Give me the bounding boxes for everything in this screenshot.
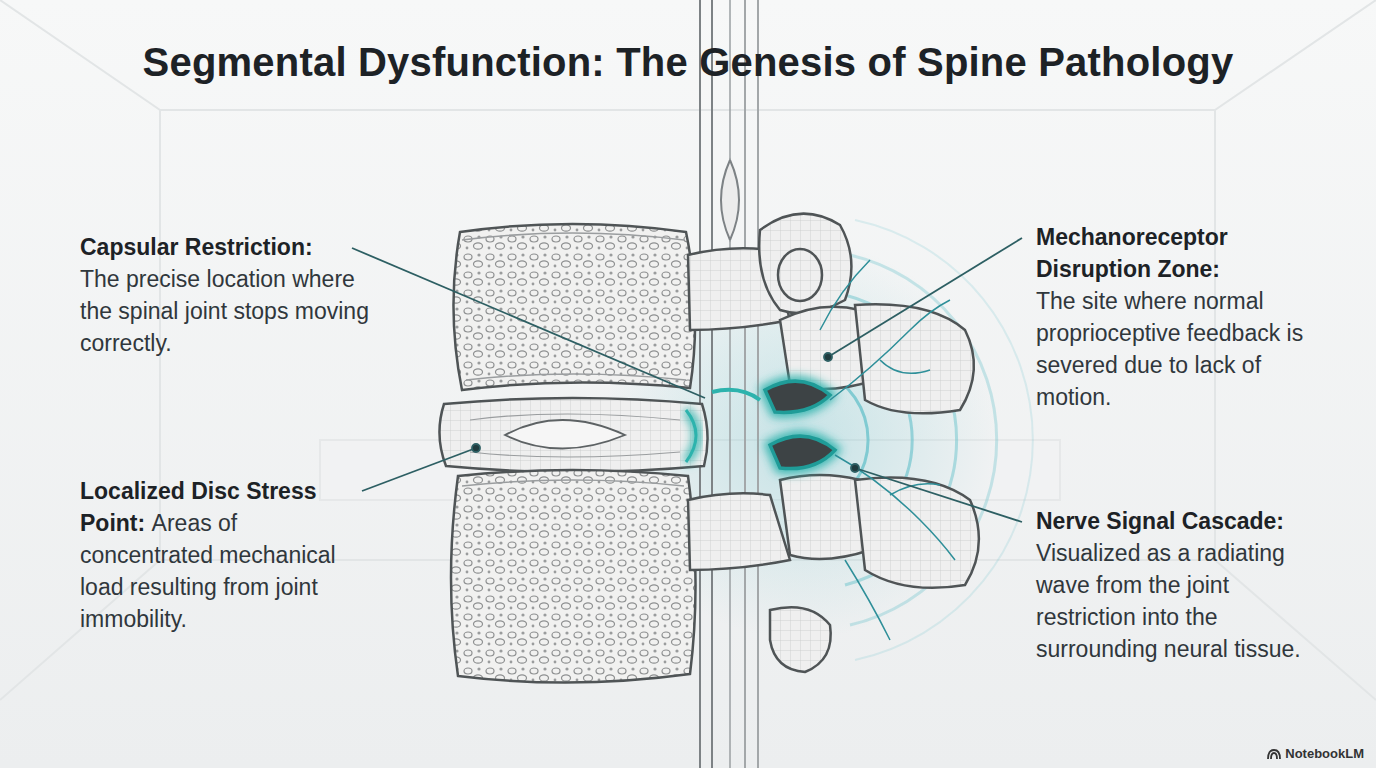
lower-vertebral-body — [451, 470, 696, 683]
lower-spinous-process — [855, 478, 979, 588]
endplate — [466, 374, 686, 380]
nerve-ganglion — [721, 160, 739, 240]
facet-glow — [765, 381, 830, 412]
lower-transverse-process — [770, 607, 831, 672]
cord-line — [744, 0, 746, 768]
watermark-icon-shape — [1268, 750, 1280, 759]
leader-line — [855, 468, 1022, 522]
leader-dot — [851, 464, 859, 472]
watermark-text: NotebookLM — [1285, 746, 1364, 761]
spinal-cord — [700, 0, 758, 768]
nerve-branch — [835, 455, 955, 560]
nerve-branch — [845, 560, 890, 640]
leader-dot — [472, 444, 480, 452]
nerve-branches — [820, 260, 955, 640]
disc-bulge — [686, 410, 696, 462]
title: Segmental Dysfunction: The Genesis of Sp… — [0, 40, 1376, 85]
facet-joint — [712, 381, 835, 469]
callout: Localized Disc Stress Point:Areas of con… — [80, 475, 372, 635]
capsule-glow — [712, 390, 760, 400]
watermark: NotebookLM — [1267, 746, 1364, 761]
nucleus — [505, 420, 625, 449]
facet-glow — [770, 436, 835, 469]
callout-heading: Capsular Restriction: — [80, 231, 390, 263]
watermark-icon — [1267, 748, 1281, 760]
upper-spinous-process — [855, 304, 974, 413]
callout-body: The site where normal proprioceptive fee… — [1036, 288, 1303, 410]
room-lines — [0, 0, 1376, 700]
cord-line — [711, 0, 713, 768]
room-line — [1215, 0, 1376, 700]
leader-line — [352, 248, 705, 398]
nerve-root — [729, 0, 731, 768]
room-line — [160, 109, 1215, 111]
cord-line — [699, 0, 701, 768]
leader-line — [828, 238, 1022, 357]
posterior-elements — [688, 214, 979, 672]
lower-pedicle — [688, 493, 790, 570]
nerve-branch — [830, 300, 950, 400]
endplate — [462, 233, 684, 240]
nerve-branch — [880, 360, 930, 373]
leader-lines — [352, 238, 1022, 522]
nerve-branch — [820, 260, 870, 330]
cord-line — [757, 0, 759, 768]
transverse-process — [778, 249, 822, 301]
annulus-line — [470, 414, 680, 457]
leader-dot — [824, 353, 832, 361]
callout: Nerve Signal Cascade: Visualized as a ra… — [1036, 505, 1328, 665]
callout-heading: Nerve Signal Cascade: — [1036, 505, 1328, 537]
callout-body: Visualized as a radiating wave from the … — [1036, 540, 1301, 662]
callout: Mechanoreceptor Disruption Zone: The sit… — [1036, 221, 1328, 413]
callout-body: The precise location where the spinal jo… — [80, 266, 369, 356]
wave-arc — [850, 255, 997, 625]
facet-surface — [770, 436, 835, 469]
endplate — [462, 480, 684, 486]
disc-bulge-glow — [686, 410, 697, 462]
intervertebral-disc — [439, 398, 707, 472]
leader-line — [362, 448, 476, 491]
facet-surface — [765, 381, 830, 412]
callout-heading: Mechanoreceptor Disruption Zone: — [1036, 221, 1328, 285]
callout: Capsular Restriction: The precise locati… — [80, 231, 390, 359]
